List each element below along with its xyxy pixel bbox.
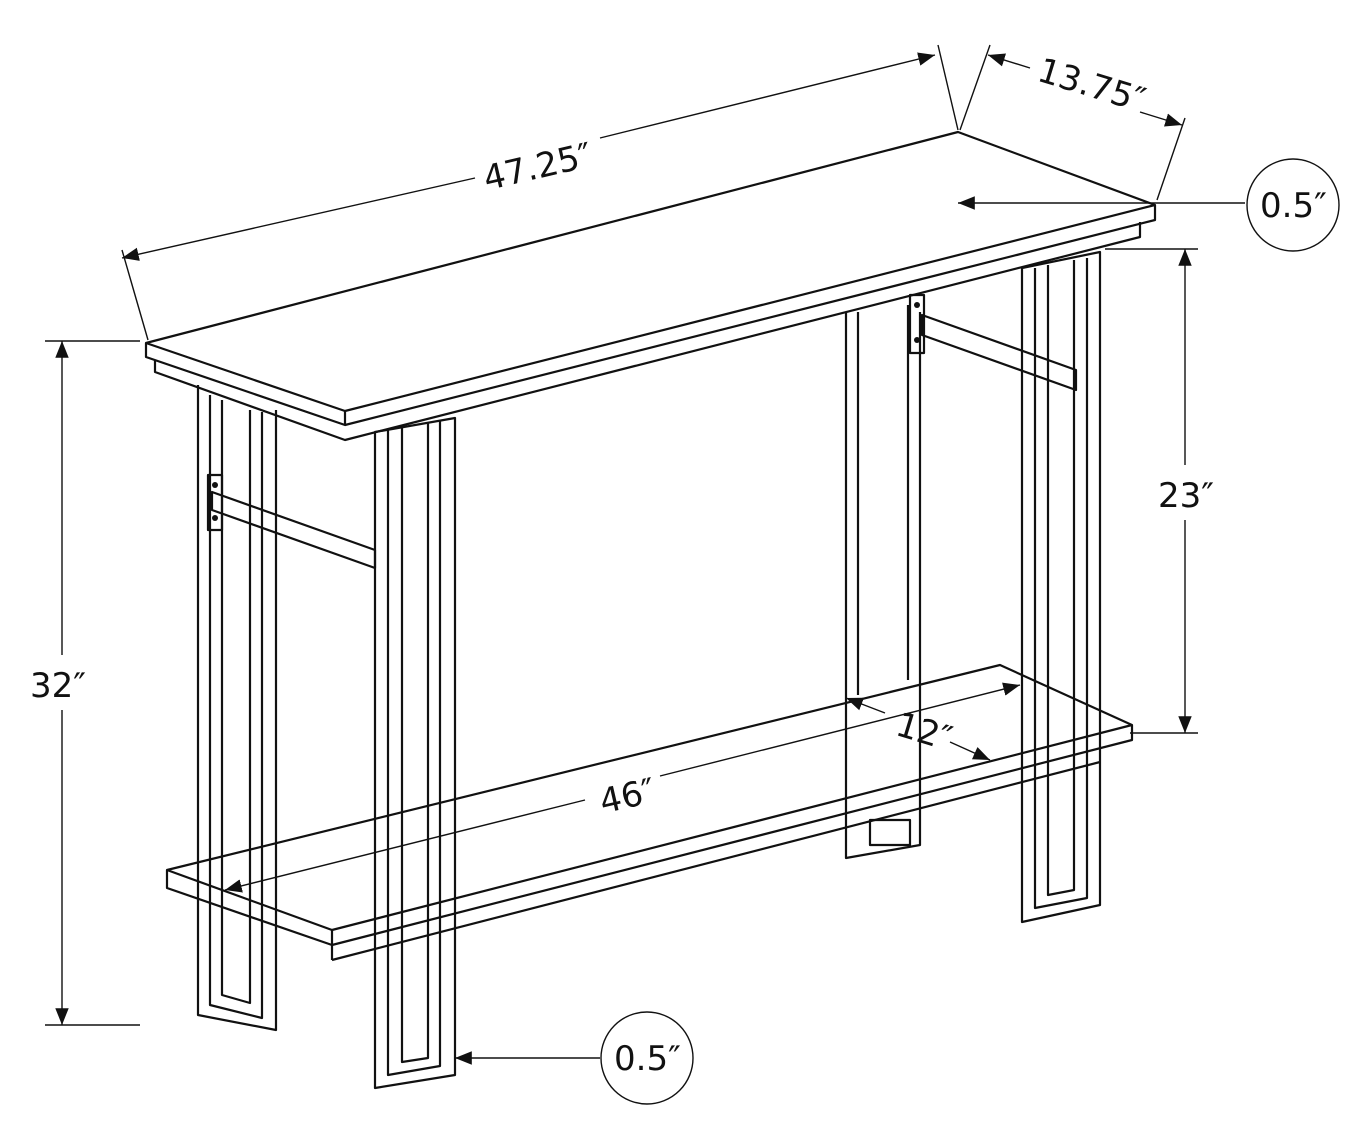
dimension-top-length: 47.25″ [121, 44, 959, 341]
label-top-thickness: 0.5″ [1260, 186, 1327, 226]
front-right-leg [1020, 250, 1102, 924]
dimension-shelf-depth: 12″ [845, 697, 991, 761]
front-left-leg [373, 416, 457, 1090]
dimension-top-thickness: 0.5″ [958, 158, 1340, 252]
label-leg-thickness: 0.5″ [614, 1039, 681, 1079]
label-top-depth: 13.75″ [1033, 51, 1150, 121]
back-left-leg [196, 385, 377, 1032]
label-shelf-length: 46″ [596, 771, 660, 823]
dimension-leg-thickness: 0.5″ [455, 1011, 694, 1105]
back-right-leg [844, 293, 1078, 860]
table-top [144, 130, 1157, 442]
label-shelf-depth: 12″ [891, 705, 956, 760]
dimension-shelf-clearance: 23″ [1105, 248, 1214, 734]
label-total-height: 32″ [30, 666, 86, 706]
dimension-total-height: 32″ [30, 340, 140, 1026]
label-top-length: 47.25″ [480, 135, 596, 199]
bottom-shelf [165, 663, 1134, 962]
label-shelf-clearance: 23″ [1158, 476, 1214, 516]
dimension-top-depth: 13.75″ [959, 44, 1186, 201]
